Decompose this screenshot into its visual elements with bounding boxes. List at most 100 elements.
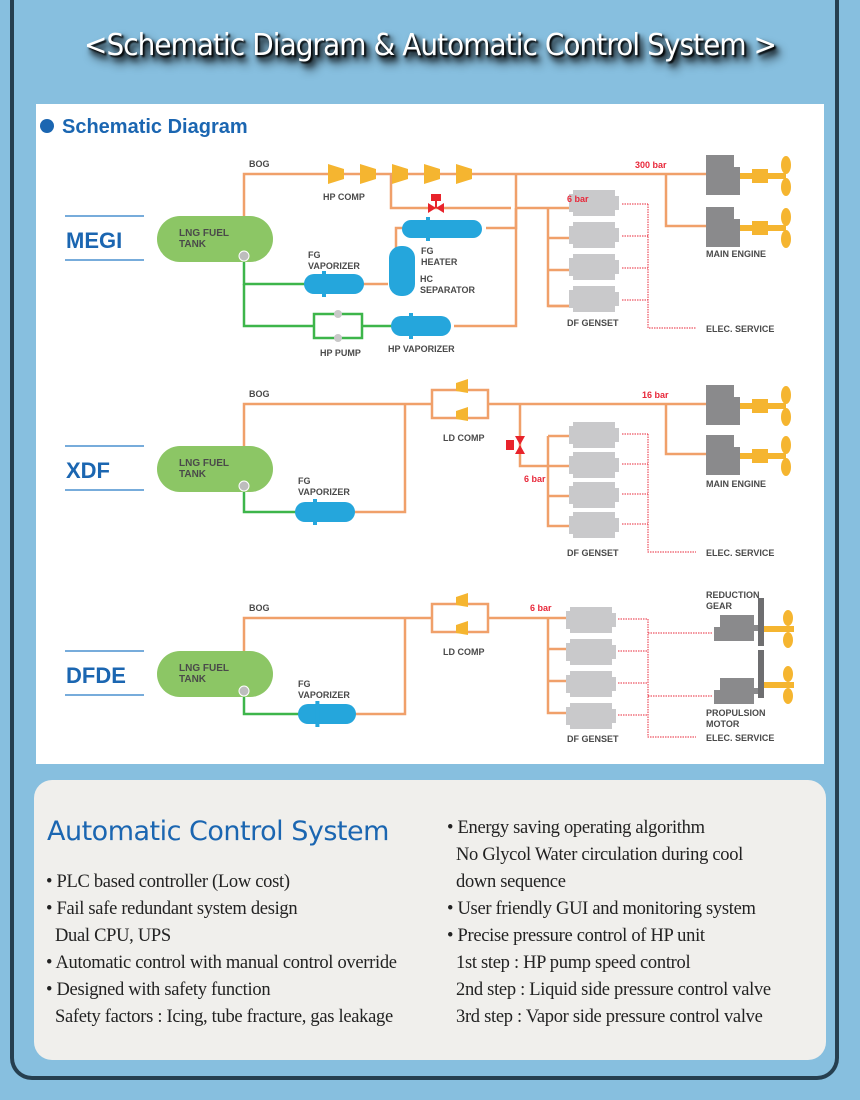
feature-item: • PLC based controller (Low cost)	[46, 872, 290, 892]
main-engine-label: MAIN ENGINE	[706, 249, 766, 259]
elec-service-line	[647, 434, 696, 553]
hp-vaporizer-vessel-nozzle	[409, 313, 413, 339]
fg-vaporizer-label: VAPORIZER	[308, 261, 360, 271]
engine-feed-line	[664, 404, 706, 456]
propeller-icon	[781, 458, 791, 476]
fg-vaporizer-label: VAPORIZER	[298, 487, 350, 497]
elec-service-line	[647, 619, 696, 738]
heater-return-line	[486, 208, 518, 230]
hp-pump-icon	[334, 334, 342, 342]
propeller-icon	[781, 230, 791, 248]
valve-actuator-icon	[506, 440, 514, 450]
reduction-gear-icon	[758, 598, 764, 646]
propeller-icon	[781, 436, 791, 454]
compressor-icon	[456, 621, 468, 635]
df-genset-unit	[569, 422, 619, 448]
pressure-label-300bar: 300 bar	[635, 160, 667, 170]
elec-service-label: ELEC. SERVICE	[706, 733, 774, 743]
hp-pump-icon	[334, 310, 342, 318]
propeller-icon	[783, 666, 793, 682]
propeller-icon	[781, 178, 791, 196]
vaporizer-out-line	[352, 618, 407, 716]
propeller-icon	[781, 156, 791, 174]
tank-label: LNG FUEL	[179, 458, 229, 469]
feature-detail: No Glycol Water circulation during cool	[456, 845, 744, 865]
section-title: Schematic Diagram	[62, 116, 248, 138]
shaft	[740, 173, 754, 179]
system-name-label: MEGI	[66, 228, 122, 253]
gearbox	[752, 221, 768, 235]
feature-item: • Automatic control with manual control …	[46, 953, 397, 973]
tank-label: LNG FUEL	[179, 663, 229, 674]
main-engine-unit	[706, 435, 740, 475]
feature-item: • Designed with safety function	[46, 980, 271, 1000]
genset-header	[546, 618, 569, 715]
propeller-icon	[781, 408, 791, 426]
fg-heater-vessel-nozzle	[426, 217, 430, 241]
gearbox	[752, 169, 768, 183]
fg-vaporizer-label: VAPORIZER	[298, 690, 350, 700]
elec-service-label: ELEC. SERVICE	[706, 548, 774, 558]
shaft	[740, 225, 754, 231]
compressor-icon	[456, 379, 468, 393]
df-genset-unit	[566, 639, 616, 665]
feature-detail: 3rd step : Vapor side pressure control v…	[456, 1007, 763, 1027]
shaft	[740, 403, 754, 409]
hp-vaporizer-vessel	[391, 316, 451, 336]
shaft	[740, 453, 754, 459]
fg-vaporizer-label: FG	[298, 679, 311, 689]
propeller-icon	[783, 688, 793, 704]
fg-vaporizer-vessel-nozzle	[315, 701, 320, 727]
control-valve-icon	[428, 203, 436, 213]
tank-label: LNG FUEL	[179, 228, 229, 239]
feature-item: • Fail safe redundant system design	[46, 899, 298, 919]
page-frame	[10, 0, 839, 1080]
system-name-label: DFDE	[66, 663, 126, 688]
genset-header	[546, 208, 569, 308]
lng-fuel-tank	[157, 446, 273, 492]
reduction-gear-label: GEAR	[706, 601, 733, 611]
lng-fuel-tank	[157, 216, 273, 262]
propeller-icon	[781, 386, 791, 404]
shaft	[768, 173, 786, 179]
fg-vaporizer-vessel-nozzle	[322, 271, 326, 297]
separator-line	[394, 226, 404, 254]
tank-pump-icon	[238, 250, 250, 262]
propeller-icon	[783, 610, 793, 626]
tank-pump-icon	[238, 685, 250, 697]
engine-feed-line	[664, 174, 706, 228]
main-engine-unit	[706, 155, 740, 195]
propulsion-motor-label: MOTOR	[706, 719, 740, 729]
control-valve-icon	[515, 436, 525, 445]
reducing-line	[518, 404, 548, 468]
pressure-label-16bar: 16 bar	[642, 390, 669, 400]
automatic-control-panel: Automatic Control System • PLC based con…	[34, 780, 826, 1060]
fg-vaporizer-vessel	[298, 704, 356, 724]
shaft	[768, 225, 786, 231]
df-genset-unit	[566, 607, 616, 633]
system-name-label: XDF	[66, 458, 110, 483]
hc-separator-label: HC	[420, 274, 433, 284]
df-genset-unit	[566, 671, 616, 697]
compressor-icon	[360, 164, 376, 184]
tank-label: TANK	[179, 239, 207, 250]
fg-heater-label: FG	[421, 246, 434, 256]
bog-label: BOG	[249, 603, 270, 613]
df-genset-unit	[566, 703, 616, 729]
fg-vaporizer-vessel	[304, 274, 364, 294]
bullet-icon	[40, 119, 54, 133]
compressor-icon	[392, 164, 408, 184]
hp-comp-label: HP COMP	[323, 192, 365, 202]
tank-label: TANK	[179, 469, 207, 480]
df-genset-unit	[569, 512, 619, 538]
fg-heater-vessel	[402, 220, 482, 238]
main-engine-unit	[706, 385, 740, 425]
fg-vaporizer-vessel	[295, 502, 355, 522]
elec-service-label: ELEC. SERVICE	[706, 324, 774, 334]
df-genset-unit	[569, 254, 619, 280]
propeller-icon	[783, 632, 793, 648]
main-engine-label: MAIN ENGINE	[706, 479, 766, 489]
reduction-gear-icon	[758, 650, 764, 698]
lng-fuel-tank	[157, 651, 273, 697]
